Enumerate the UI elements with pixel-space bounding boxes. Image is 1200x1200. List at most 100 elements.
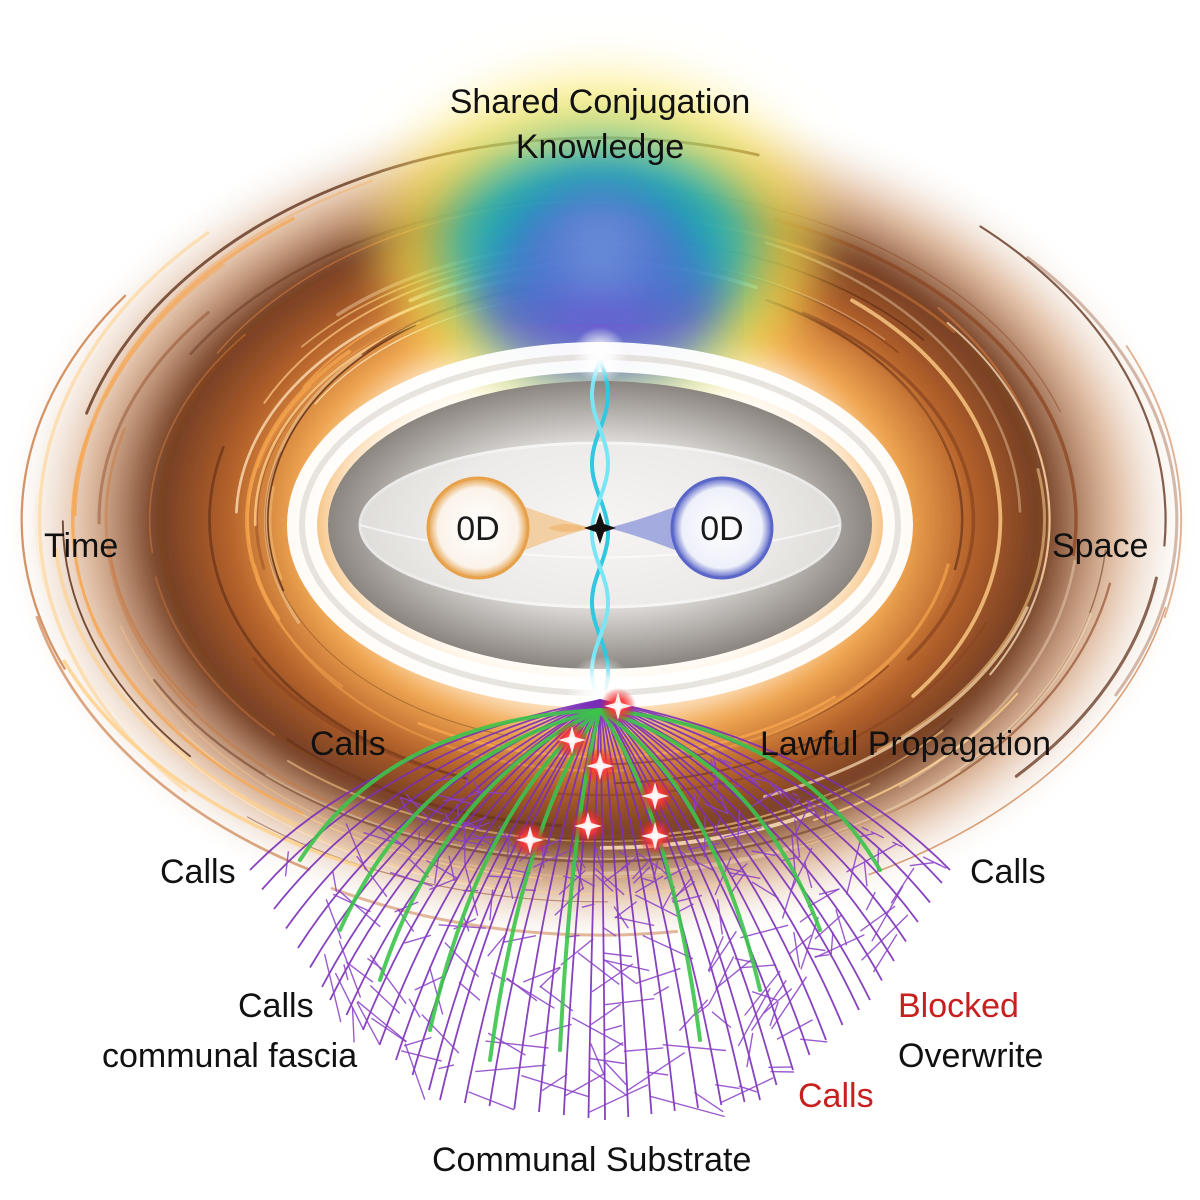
mesh-link [357,1000,407,1043]
mesh-link [521,1074,590,1098]
mesh-link [595,848,603,871]
mesh-link [371,1017,407,1043]
mesh-strand [285,699,601,930]
mesh-strand [587,699,601,1119]
node-right-label: 0D [700,510,743,548]
mesh-strand [273,699,601,910]
mesh-link [626,1052,686,1092]
title-line-2: Knowledge [515,127,685,166]
mesh-link [602,958,636,984]
swirl-streak [245,349,352,621]
node-left-label: 0D [456,510,499,548]
mesh-link [692,790,703,812]
mesh-link [594,868,625,896]
mesh-link [790,847,813,891]
mesh-link [603,1041,624,1056]
mesh-link [738,1085,758,1093]
green-fiber [598,708,882,872]
mesh-strand [329,699,601,1001]
swirl-streak [801,311,976,661]
swirl-streak [253,320,421,527]
mesh-link [506,978,555,1009]
mesh-link [403,1036,432,1047]
swirl-streak [20,294,127,670]
swirl-streak [763,637,909,734]
mesh-link [532,850,569,868]
mesh-link [794,801,811,837]
mesh-link [618,850,629,858]
mesh-link [803,861,813,889]
mesh-link [458,981,481,1001]
mesh-link [736,810,741,853]
mesh-link [909,861,935,867]
mesh-strand [599,699,943,884]
mesh-link [737,987,771,1047]
swirl-streak [557,621,988,797]
mesh-link [922,856,947,869]
swirl-streak [268,485,283,581]
mesh-strand [599,699,778,1086]
mesh-link [773,784,794,804]
mesh-link [366,957,384,971]
swirl-streak [61,520,192,758]
mesh-link [819,806,825,810]
mesh-link [750,979,787,1031]
mesh-link [632,866,651,884]
mesh-link [807,947,826,952]
red-spark-icon [637,778,673,814]
green-fiber [598,708,762,992]
mesh-strand [599,699,844,1026]
swirl-streak [71,423,304,815]
mesh-link [729,762,732,765]
mesh-link [781,856,800,862]
mesh-link [568,845,586,869]
mesh-strand [599,699,871,1001]
mesh-link [581,903,595,908]
swirl-streak [876,468,1046,752]
mesh-link [662,1044,727,1052]
mesh-link [718,757,739,775]
mesh-link [739,964,777,969]
calls-right-label: Calls [970,853,1046,891]
swirl-streak [1026,256,1179,697]
mesh-link [799,911,814,923]
swirl-streak [108,543,197,708]
mesh-link [635,894,679,918]
mesh-link [522,966,561,983]
mesh-link [602,926,617,937]
space-label: Space [1052,527,1149,565]
mesh-link [408,998,421,1018]
mesh-link [417,831,421,849]
mesh-strand [599,699,676,1112]
overwrite-label: Overwrite [898,1037,1044,1075]
mesh-link [708,956,735,1005]
mesh-link [725,856,732,870]
swirl-streak [797,582,1112,847]
mesh-link [653,985,670,996]
mesh-link [823,808,828,822]
mesh-link [751,850,776,857]
red-spark-icon [600,688,636,724]
mesh-link [935,862,941,866]
mesh-link [487,932,508,957]
mesh-strand [599,699,794,1071]
mesh-link [467,821,477,829]
node-right: 0D [608,476,774,580]
swirl-streak [868,607,1167,876]
mesh-link [485,1040,549,1049]
mesh-link [338,889,381,928]
mesh-link [565,1072,605,1097]
green-fiber [298,708,602,862]
red-spark-icon [637,818,673,854]
swirl-streak [37,231,210,793]
mesh-link [603,998,655,1006]
mesh-link [356,1001,381,1046]
mesh-link [694,860,714,872]
mesh-link [731,862,748,878]
mesh-link [717,899,723,935]
blocked-label: Blocked [898,987,1019,1025]
mesh-link [720,1077,774,1104]
mesh-link [744,970,781,1016]
four-point-star-icon [584,512,616,544]
swirl-streak [850,298,1003,698]
